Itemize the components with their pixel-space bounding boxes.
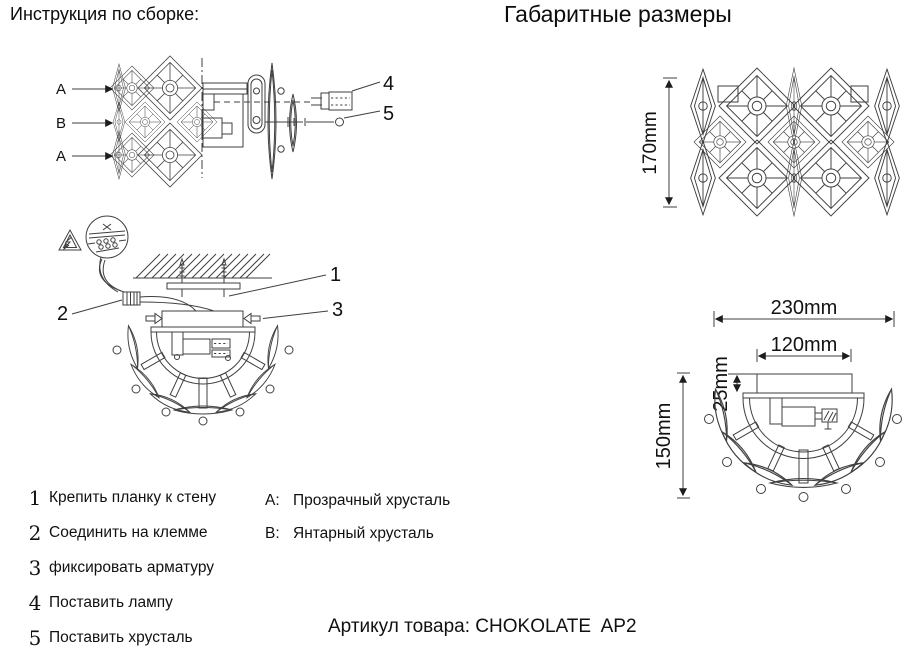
step-text: Крепить планку к стену [49, 488, 217, 506]
fixture-body-side [732, 397, 875, 484]
callout-4-label: 4 [383, 73, 394, 95]
step-number: 5 [28, 625, 42, 650]
height-dimension [663, 77, 677, 208]
electric-warning-icon [58, 228, 82, 251]
crystal-disc-large [267, 62, 285, 180]
step-row-3: 3 фиксировать арматуру [28, 550, 216, 585]
body-height-dimension [677, 372, 690, 499]
crystal-panel [109, 55, 218, 188]
screw-pin-part [306, 117, 344, 127]
callout-5-label: 5 [383, 103, 394, 125]
step-row-4: 4 Поставить лампу [28, 585, 216, 620]
step-row-5: 5 Поставить хрусталь [28, 620, 216, 655]
callout-3-label: 3 [332, 299, 343, 321]
callout-2-label: 2 [57, 303, 68, 325]
backplate [717, 85, 869, 103]
mounting-plate-oval [247, 74, 266, 134]
terminal-block [98, 258, 141, 306]
wall-bracket [201, 82, 248, 148]
callout-1-label: 1 [330, 264, 341, 286]
mounting-screws [179, 257, 227, 297]
dimension-height-label: 170mm [640, 111, 661, 174]
crystal-petals-side [704, 387, 902, 502]
plate-depth-dimension [728, 373, 763, 393]
front-view-drawing: 170mm [640, 67, 900, 217]
dimension-width-label: 230mm [771, 297, 838, 319]
wall-hatching [133, 253, 272, 279]
step-text: Поставить хрусталь [49, 628, 193, 646]
step-text: Поставить лампу [49, 593, 173, 611]
legend-key: B: [265, 524, 280, 542]
dimension-plate-depth-label: 25mm [710, 356, 732, 412]
legend-text: Прозрачный хрусталь [293, 491, 451, 509]
legend-row-a: A: Прозрачный хрусталь [265, 484, 450, 517]
step-number: 1 [28, 485, 42, 510]
step-number: 2 [28, 520, 42, 545]
crystal-disc-small [289, 93, 297, 153]
step-number: 4 [28, 590, 42, 615]
wiring-detail-inset [85, 215, 129, 293]
lamp-bulb-part [311, 91, 353, 111]
fixture-canopy [145, 310, 261, 333]
label-crystal-a-bottom: A [56, 148, 66, 165]
supply-wires [139, 296, 215, 312]
dimension-plate-width-label: 120mm [771, 334, 838, 356]
step-row-2: 2 Соединить на клемме [28, 515, 216, 550]
callout-leaders [343, 81, 381, 119]
label-crystal-b: B [56, 115, 66, 132]
callout-leaders [71, 274, 329, 319]
mounting-strip [166, 282, 241, 290]
step-text: Соединить на клемме [49, 523, 208, 541]
dimension-body-height-label: 150mm [653, 403, 675, 470]
legend-key: A: [265, 491, 280, 509]
width-dimension [713, 311, 895, 327]
step-text: фиксировать арматуру [49, 558, 215, 576]
assembly-view-drawing: 1 2 3 [57, 215, 343, 426]
page-title-assembly: Инструкция по сборке: [10, 4, 200, 24]
side-view-drawing: 230mm 120mm 25mm 150mm [653, 297, 902, 502]
exploded-view-drawing: A B A 4 5 [56, 55, 394, 188]
product-article: Артикул товара: CHOKOLATE AP2 [328, 616, 637, 637]
step-number: 3 [28, 555, 42, 580]
assembly-steps-list: 1 Крепить планку к стену 2 Соединить на … [28, 480, 217, 655]
crystal-legend: A: Прозрачный хрусталь B: Янтарный хруст… [265, 484, 450, 550]
legend-row-b: B: Янтарный хрусталь [265, 517, 450, 550]
legend-text: Янтарный хрусталь [293, 524, 434, 542]
plate-width-dimension [756, 349, 852, 362]
page-title-dimensions: Габаритные размеры [504, 1, 732, 27]
label-crystal-a-top: A [56, 81, 66, 98]
axis-line [265, 117, 306, 127]
mounting-plate-side [742, 373, 865, 399]
fixture-body [140, 331, 266, 409]
crystal-petals [112, 324, 294, 426]
step-row-1: 1 Крепить планку к стену [28, 480, 217, 515]
